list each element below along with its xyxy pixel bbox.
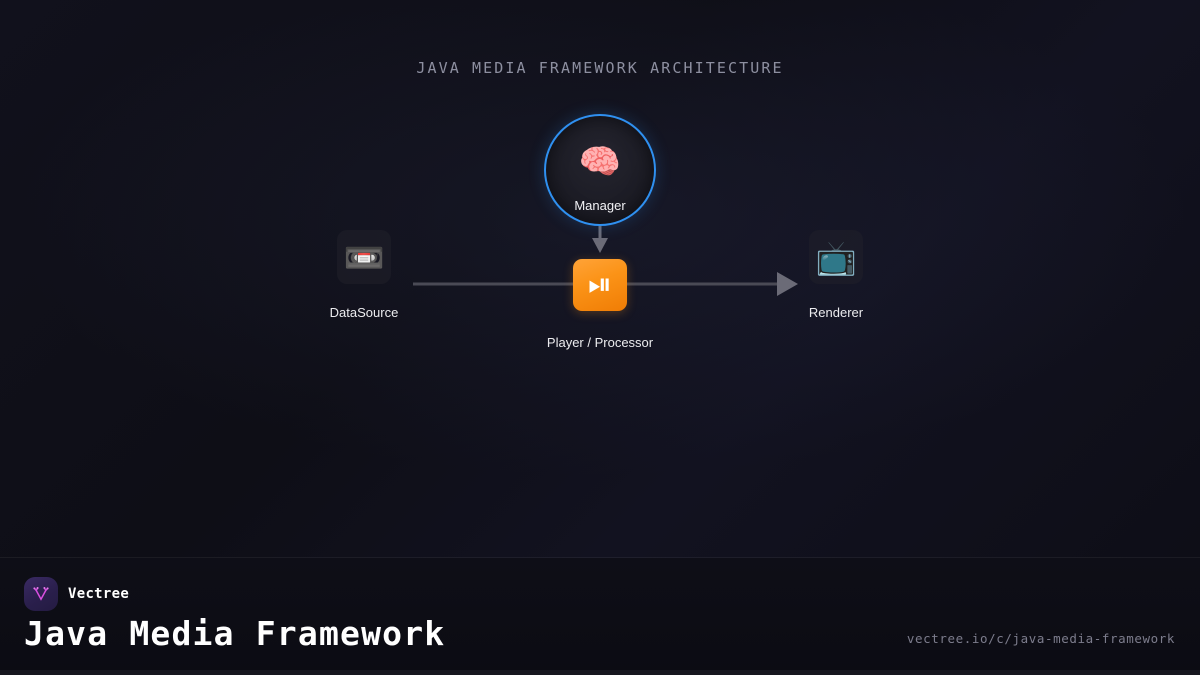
node-player-label: Player / Processor (546, 335, 654, 350)
footer-divider (0, 557, 1200, 558)
arrowhead-manager-to-player (592, 238, 608, 253)
play-pause-icon: ⏯ (588, 268, 612, 301)
node-renderer-label: Renderer (808, 305, 864, 320)
player-tile: ⏯ (573, 259, 627, 311)
manager-circle: 🧠 Manager (544, 114, 656, 226)
videocassette-icon: 📼 (343, 238, 385, 276)
node-player[interactable]: ⏯ Player / Processor (546, 259, 654, 350)
node-renderer[interactable]: 📺 Renderer (786, 230, 886, 320)
vectree-logo-icon (24, 577, 58, 611)
brand-row[interactable]: Vectree (24, 577, 129, 611)
datasource-tile: 📼 (337, 230, 391, 284)
footer-bottom-band (0, 670, 1200, 675)
node-manager[interactable]: 🧠 Manager (544, 114, 656, 226)
television-icon: 📺 (815, 238, 857, 276)
brain-icon: 🧠 (578, 143, 622, 181)
node-datasource-label: DataSource (329, 305, 399, 320)
node-datasource[interactable]: 📼 DataSource (314, 230, 414, 320)
arrowhead-player-to-renderer (777, 272, 798, 296)
brand-name: Vectree (68, 586, 130, 602)
footer: Vectree Java Media Framework vectree.io/… (0, 558, 1200, 675)
footer-url: vectree.io/c/java-media-framework (906, 631, 1175, 646)
diagram-title: JAVA MEDIA FRAMEWORK ARCHITECTURE (416, 59, 784, 77)
node-manager-label: Manager (574, 198, 626, 213)
renderer-tile: 📺 (809, 230, 863, 284)
page-title: Java Media Framework (24, 614, 446, 653)
